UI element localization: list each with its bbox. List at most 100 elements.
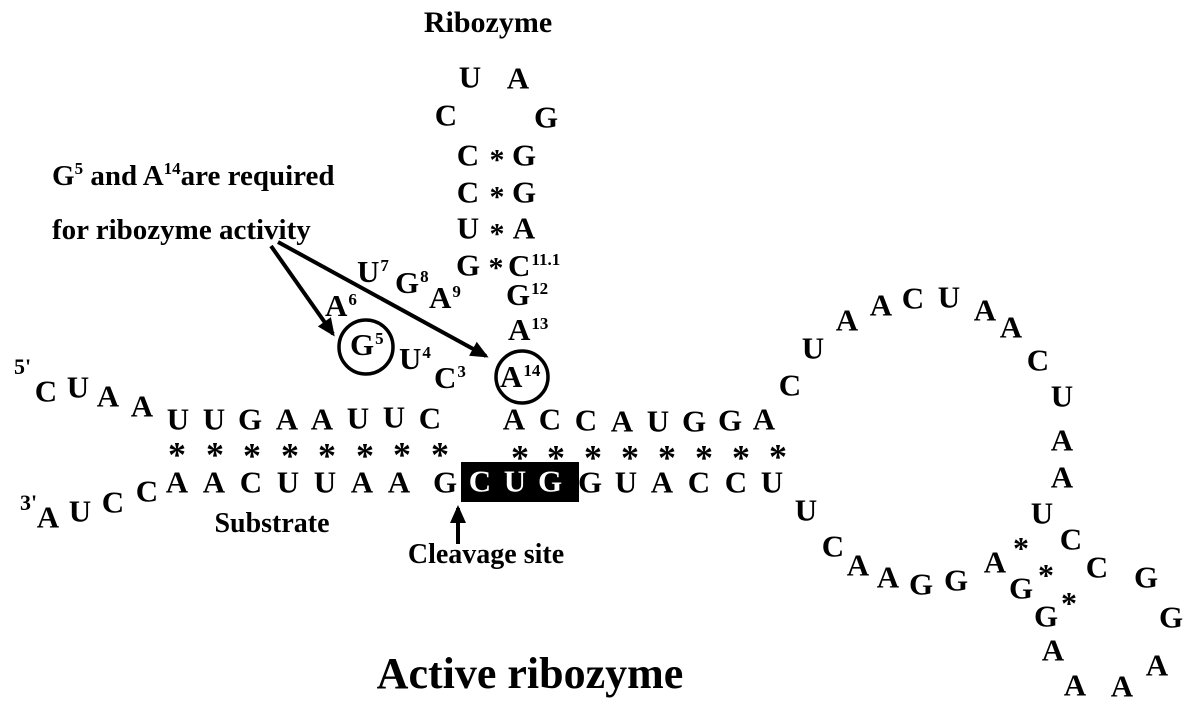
nucleotide-U: U [68, 493, 92, 529]
nucleotide-C: C [434, 97, 458, 133]
nucleotide-U: U [646, 403, 670, 439]
nucleotide-U: U [276, 464, 300, 500]
nucleotide-C: C [456, 174, 480, 210]
nucleotide-A: A [130, 388, 154, 424]
annotation-line2: for ribozyme activity [52, 214, 311, 246]
nucleotide-A: A [846, 547, 870, 583]
nucleotide-U4: U4 [399, 341, 431, 376]
nucleotide-U: U [614, 464, 638, 500]
nucleotide-C: C [101, 484, 125, 520]
nucleotide-G: G [511, 137, 537, 173]
cleavage-site-label: Cleavage site [407, 539, 565, 570]
nucleotide-G: G [511, 174, 537, 210]
nucleotide-A: A [512, 210, 536, 246]
base-pair-asterisk: * [488, 251, 504, 285]
nucleotide-A: A [1110, 668, 1134, 704]
five-prime-label: 5' [14, 354, 32, 379]
base-pair-asterisk: * [489, 180, 505, 214]
boxed-nucleotide-G: G [537, 463, 563, 499]
boxed-nucleotide-C: C [468, 463, 492, 499]
nucleotide-A: A [165, 464, 189, 500]
nucleotide-G: G [1008, 570, 1034, 606]
nucleotide-U: U [801, 330, 825, 366]
cleavage-site-box [461, 462, 579, 502]
nucleotide-G5: G5 [350, 327, 384, 362]
nucleotide-G: G [1133, 559, 1159, 595]
base-pair-asterisk: * [489, 217, 505, 251]
nucleotide-A: A [973, 292, 997, 328]
nucleotide-A14: A14 [500, 359, 541, 394]
nucleotide-G: G [681, 403, 707, 439]
nucleotide-A: A [96, 378, 120, 414]
base-pair-asterisk: * [356, 435, 374, 476]
nucleotide-C: C [34, 373, 58, 409]
base-pair-asterisk: * [489, 143, 505, 177]
arrow-to-G5 [269, 244, 335, 337]
nucleotide-U: U [456, 210, 480, 246]
base-pair-asterisk: * [281, 435, 299, 476]
nucleotide-C: C [687, 464, 711, 500]
nucleotide-G: G [943, 562, 969, 598]
base-pair-asterisk: * [584, 437, 602, 478]
nucleotide-G: G [1158, 599, 1184, 635]
nucleotide-A: A [502, 401, 526, 437]
base-pair-asterisk: * [621, 437, 639, 478]
base-pair-asterisk: * [206, 434, 224, 475]
nucleotide-G: G [432, 464, 458, 500]
nucleotide-G: G [717, 402, 743, 438]
nucleotide-G: G [577, 464, 603, 500]
nucleotide-A13: A13 [508, 312, 549, 347]
nucleotide-U: U [346, 400, 370, 436]
nucleotide-G: G [1033, 598, 1059, 634]
nucleotide-A9: A9 [429, 280, 461, 315]
nucleotide-C: C [456, 137, 480, 173]
nucleotide-U: U [1050, 378, 1074, 414]
nucleotide-A: A [1063, 667, 1087, 703]
nucleotide-A: A [506, 60, 530, 96]
nucleotide-A: A [876, 559, 900, 595]
nucleotide-U: U [202, 401, 226, 437]
nucleotide-A: A [202, 464, 226, 500]
nucleotide-A6: A6 [325, 288, 357, 323]
nucleotide-C: C [239, 464, 263, 500]
nucleotide-C11.1: C11.1 [508, 248, 561, 283]
nucleotide-A: A [310, 401, 334, 437]
annotation-text: G5 and A14are required for ribozyme acti… [52, 151, 335, 256]
nucleotide-A: A [650, 464, 674, 500]
ribozyme-title: Ribozyme [423, 6, 553, 39]
nucleotide-C3: C3 [434, 360, 466, 395]
nucleotide-A: A [1041, 632, 1065, 668]
nucleotide-A: A [1050, 459, 1074, 495]
base-pair-asterisk: * [547, 437, 565, 478]
nucleotide-C: C [821, 528, 845, 564]
base-pair-asterisk: * [1061, 584, 1077, 621]
nucleotide-G: G [237, 401, 263, 437]
base-pair-asterisk: * [1013, 529, 1029, 566]
base-pair-asterisk: * [1038, 556, 1054, 593]
nucleotide-U: U [382, 399, 406, 435]
nucleotide-A: A [999, 309, 1023, 345]
nucleotide-C: C [1085, 549, 1109, 585]
substrate-label: Substrate [214, 508, 330, 539]
nucleotide-U: U [166, 401, 190, 437]
nucleotide-A: A [36, 499, 60, 535]
nucleotide-G: G [908, 566, 934, 602]
nucleotide-C: C [538, 401, 562, 437]
base-pair-asterisk: * [511, 437, 529, 478]
nucleotide-A: A [610, 403, 634, 439]
nucleotide-C: C [1059, 521, 1083, 557]
nucleotide-C: C [1026, 342, 1050, 378]
base-pair-asterisk: * [769, 436, 787, 477]
nucleotide-U: U [937, 279, 961, 315]
annotation-line1: G5 and A14are required [52, 159, 335, 192]
nucleotide-U7: U7 [357, 254, 389, 289]
nucleotide-A: A [869, 287, 893, 323]
nucleotide-A: A [752, 401, 776, 437]
nucleotide-G: G [455, 247, 481, 283]
nucleotide-A: A [350, 464, 374, 500]
nucleotide-U: U [458, 59, 482, 95]
base-pair-asterisk: * [695, 437, 713, 478]
nucleotide-U: U [313, 464, 337, 500]
nucleotide-U: U [760, 464, 784, 500]
